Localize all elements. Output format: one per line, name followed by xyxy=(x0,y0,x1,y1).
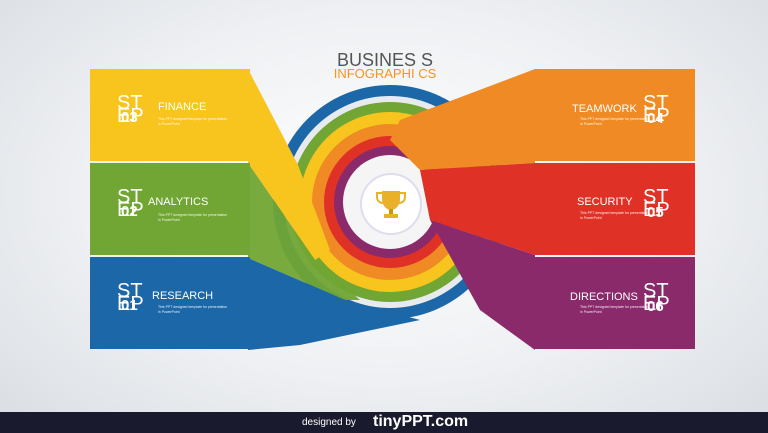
footer-prefix: designed by xyxy=(302,417,356,428)
step-panel-research: STEP 01 RESEARCH This PPT designed templ… xyxy=(90,257,250,349)
step-description: This PPT designed template for presentat… xyxy=(158,117,228,126)
step-word: STEP xyxy=(117,186,144,221)
step-label: FINANCE xyxy=(158,101,207,113)
step-word: STEP xyxy=(117,280,144,315)
footer-bar: designed by tinyPPT.com xyxy=(0,412,768,433)
step-number: 01 xyxy=(121,297,138,314)
step-panel-teamwork: TEAMWORK This PPT designed template for … xyxy=(535,69,695,161)
step-label: DIRECTIONS xyxy=(570,291,638,303)
step-word: STEP xyxy=(643,280,670,315)
step-description: This PPT designed template for presentat… xyxy=(158,213,228,222)
step-label: RESEARCH xyxy=(152,290,214,302)
step-word: STEP xyxy=(643,186,670,221)
step-number: 04 xyxy=(647,110,664,127)
step-number: 03 xyxy=(121,109,138,126)
step-description: This PPT designed template for presentat… xyxy=(158,305,228,314)
title-line-1: BUSINES S xyxy=(336,50,434,70)
step-label: SECURITY xyxy=(577,196,633,208)
step-description: This PPT designed template for presentat… xyxy=(580,211,650,220)
step-number: 05 xyxy=(647,204,664,221)
title-line-2: INFOGRAPHI CS xyxy=(333,66,437,81)
footer-brand: tinyPPT.com xyxy=(373,413,469,430)
step-panel-directions: DIRECTIONS This PPT designed template fo… xyxy=(535,257,695,349)
step-panel-analytics: STEP 02 ANALYTICS This PPT designed temp… xyxy=(90,163,250,255)
step-number: 06 xyxy=(647,298,664,315)
step-label: ANALYTICS xyxy=(148,196,209,208)
step-panel-security: SECURITY This PPT designed template for … xyxy=(535,163,695,255)
trophy-icon xyxy=(376,191,406,218)
step-word: STEP xyxy=(643,92,670,127)
step-label: TEAMWORK xyxy=(572,103,637,115)
step-description: This PPT designed template for presentat… xyxy=(580,117,650,126)
step-number: 02 xyxy=(121,203,138,220)
step-word: STEP xyxy=(117,92,144,127)
step-panel-finance: STEP 03 FINANCE This PPT designed templa… xyxy=(90,69,250,161)
step-description: This PPT designed template for presentat… xyxy=(580,305,650,314)
